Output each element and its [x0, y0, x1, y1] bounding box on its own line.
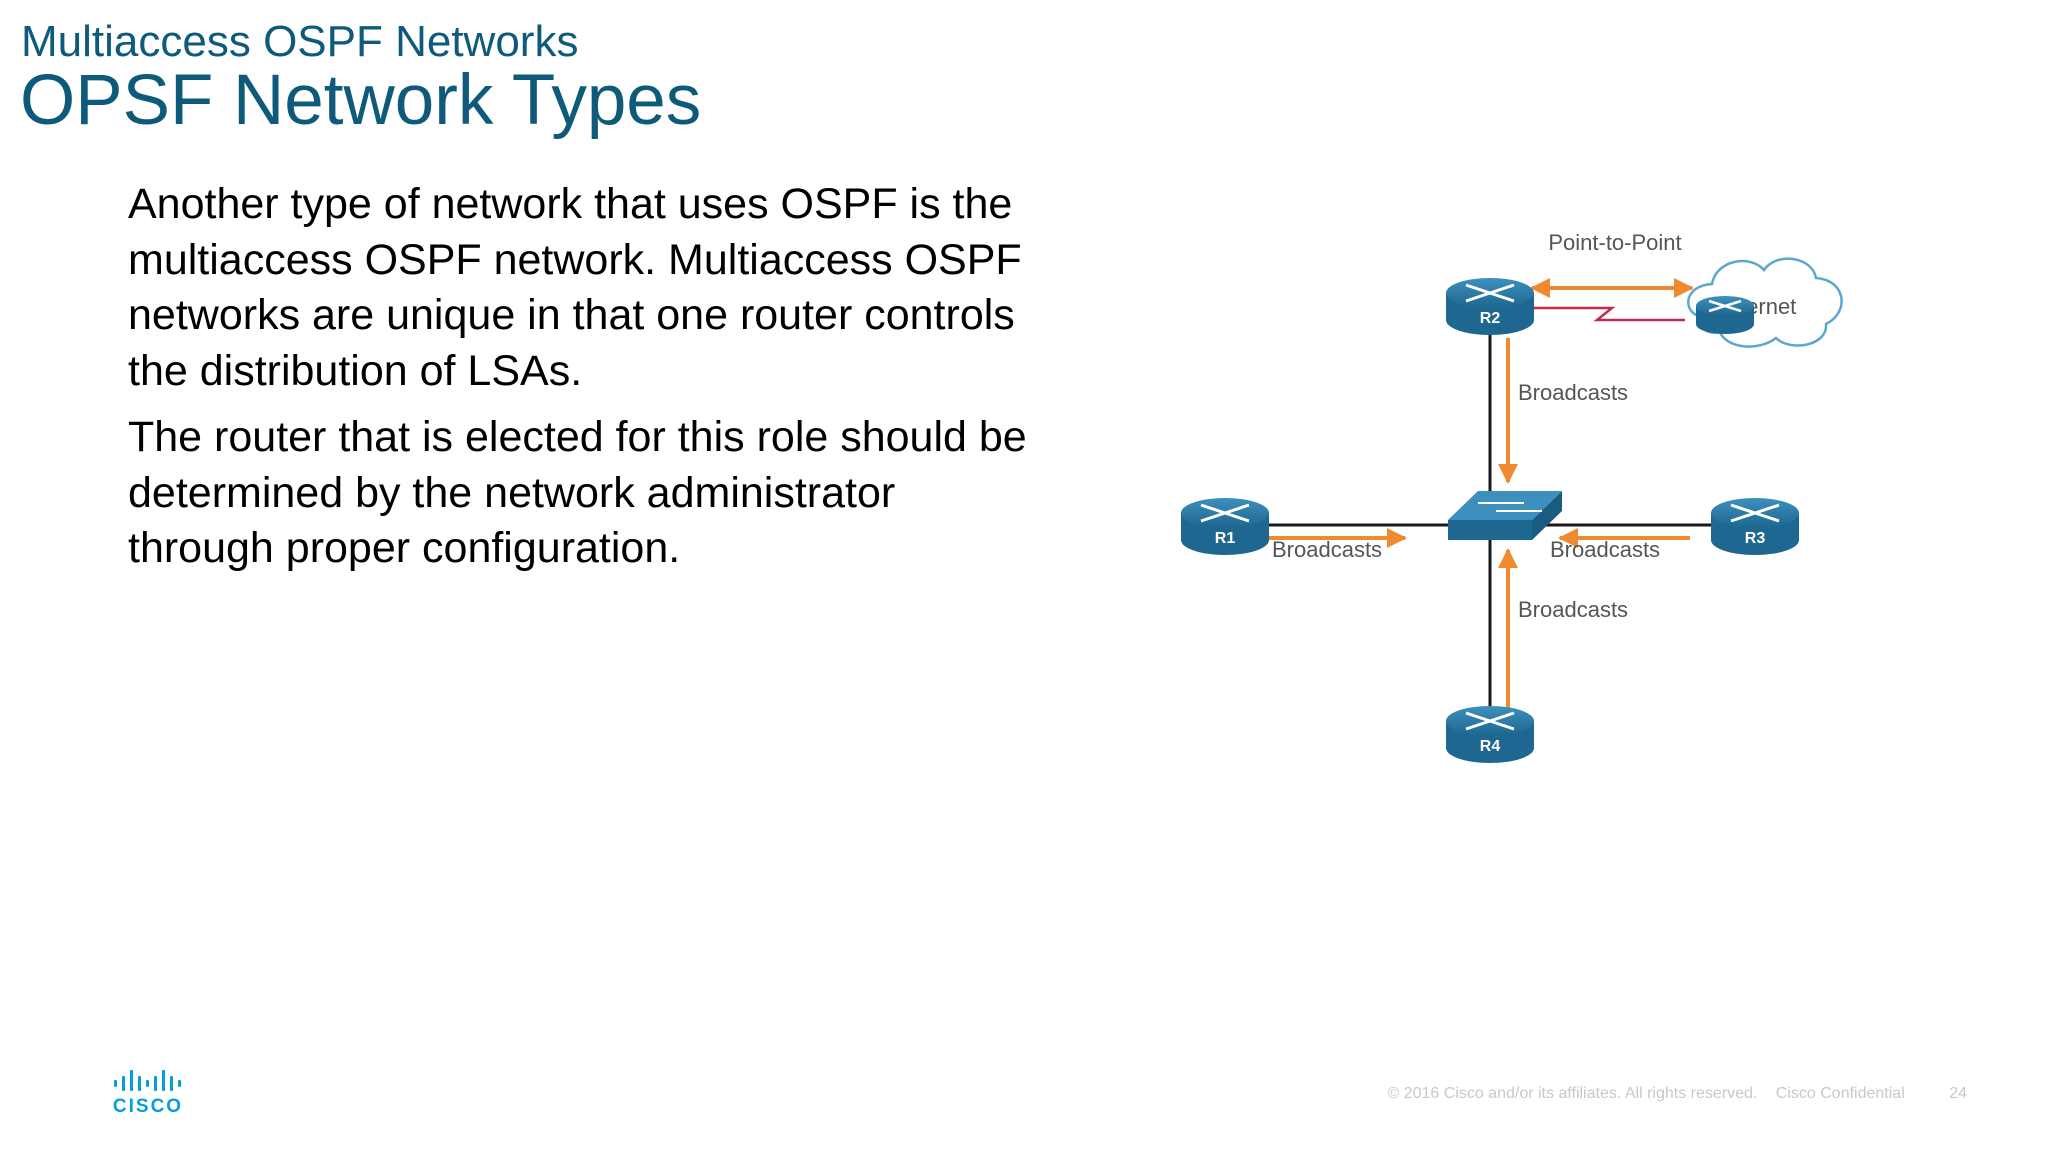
- internet-router: [1696, 296, 1754, 334]
- cisco-logo-mark: CISCO: [113, 1070, 183, 1117]
- slide-title: OPSF Network Types: [20, 61, 702, 140]
- footer-copyright: © 2016 Cisco and/or its affiliates. All …: [1387, 1085, 1758, 1102]
- broadcast-label-r3: Broadcasts: [1550, 537, 1660, 562]
- router-r1: R1: [1181, 498, 1269, 555]
- body-text: Another type of network that uses OSPF i…: [128, 177, 1028, 588]
- router-r4-label: R4: [1480, 738, 1501, 755]
- router-r3: R3: [1711, 498, 1799, 555]
- serial-link-r2-internet: [1525, 306, 1685, 322]
- multiaccess-switch: [1448, 491, 1562, 540]
- ospf-network-diagram: Point-to-Point Broadcasts Broadcasts Bro…: [1160, 220, 1920, 780]
- broadcast-label-r2: Broadcasts: [1518, 380, 1628, 405]
- router-r2-label: R2: [1480, 310, 1501, 327]
- page-number: 24: [1949, 1085, 1967, 1102]
- body-paragraph: Another type of network that uses OSPF i…: [128, 180, 1022, 395]
- broadcast-label-r4: Broadcasts: [1518, 597, 1628, 622]
- router-r2: R2: [1446, 278, 1534, 335]
- broadcast-label-r1: Broadcasts: [1272, 537, 1382, 562]
- ospf-network-diagram-svg: Point-to-Point Broadcasts Broadcasts Bro…: [1181, 230, 1843, 763]
- footer-confidential: Cisco Confidential: [1775, 1085, 1905, 1102]
- router-r1-label: R1: [1215, 530, 1236, 547]
- router-r4: R4: [1446, 706, 1534, 763]
- router-r3-label: R3: [1745, 530, 1766, 547]
- cisco-logo-text: CISCO: [113, 1096, 183, 1116]
- footer: © 2016 Cisco and/or its affiliates. All …: [1373, 1085, 1967, 1103]
- body-paragraph: The router that is elected for this role…: [128, 413, 1027, 572]
- slide-subtitle: Multiaccess OSPF Networks: [21, 17, 579, 66]
- cisco-logo: CISCO: [112, 1068, 192, 1117]
- point-to-point-label: Point-to-Point: [1548, 230, 1681, 255]
